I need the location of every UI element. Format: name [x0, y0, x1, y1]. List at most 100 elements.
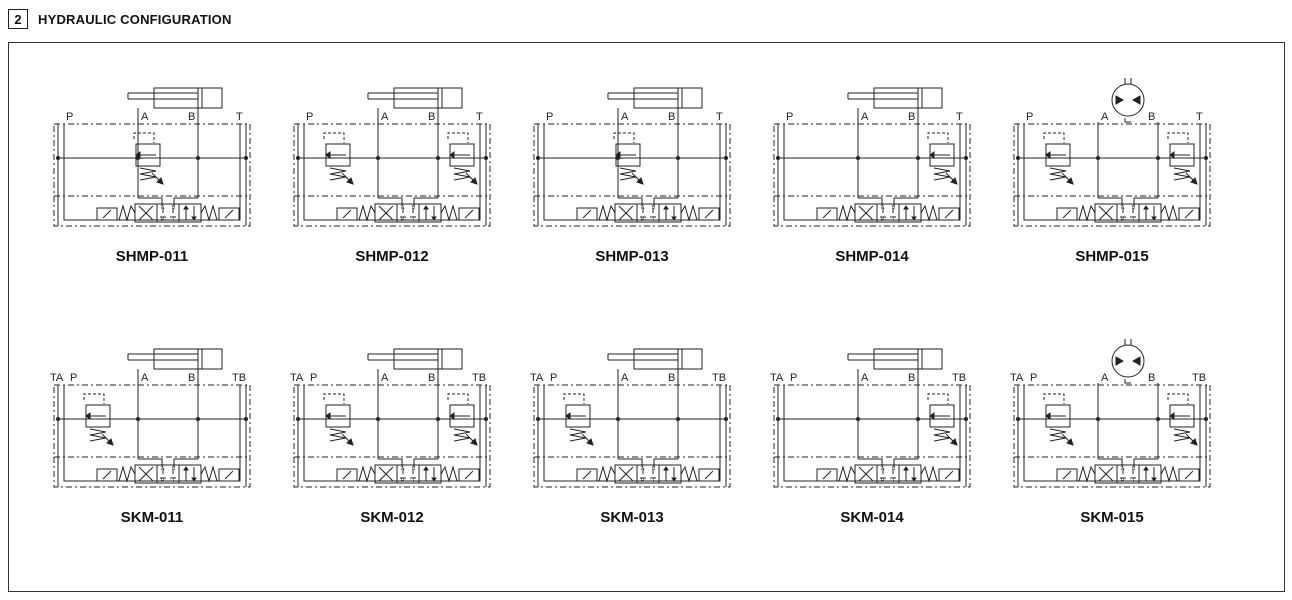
solenoid-mark	[464, 209, 474, 219]
port-label-b: B	[908, 372, 915, 384]
work-line-b	[413, 458, 438, 467]
junction-dot	[1096, 156, 1100, 160]
relief-valve	[1167, 393, 1198, 446]
cylinder-barrel	[153, 87, 223, 109]
work-line-b	[173, 197, 198, 206]
work-line-a	[378, 197, 403, 206]
relief-spring	[453, 428, 471, 442]
configuration-label: SKM-013	[600, 509, 664, 526]
motor-circle	[1111, 83, 1145, 117]
junction-dot	[296, 156, 300, 160]
arrow-head	[423, 205, 429, 210]
valve-port-label: T	[892, 217, 895, 223]
port-label-a: A	[861, 111, 869, 123]
cylinder-actuator	[127, 87, 223, 109]
manifold-boundary	[1013, 384, 1211, 488]
work-line-b	[1133, 197, 1158, 206]
arrow-head	[1045, 412, 1051, 420]
valve-spool-box	[178, 464, 202, 484]
solenoid-mark	[1062, 209, 1072, 219]
arrow-head	[135, 151, 141, 159]
solenoid-mark	[1062, 470, 1072, 480]
return-line	[63, 385, 241, 482]
pilot-line	[927, 132, 949, 143]
relief-spring	[569, 428, 587, 442]
valve-spool-box	[418, 464, 442, 484]
cylinder-actuator	[847, 87, 943, 109]
pilot-line	[1167, 132, 1189, 143]
relief-spring	[933, 167, 951, 181]
junction-dot	[676, 156, 680, 160]
valve-port-label: A	[401, 205, 405, 211]
valve-port-label: P	[641, 217, 645, 223]
valve-flow	[1098, 205, 1114, 221]
relief-valve	[563, 393, 594, 446]
solenoid	[96, 468, 118, 482]
junction-dot	[196, 417, 200, 421]
solenoid-mark	[944, 470, 954, 480]
solenoid-mark	[822, 470, 832, 480]
valve-flow	[1098, 466, 1114, 482]
arrow-head	[1143, 466, 1149, 471]
section-title: HYDRAULIC CONFIGURATION	[38, 11, 232, 27]
work-line-a	[378, 458, 403, 467]
port-label-p: P	[786, 111, 793, 123]
valve-port-label: A	[641, 205, 645, 211]
valve-spring	[200, 465, 218, 483]
valve-port-label: B	[1132, 466, 1136, 472]
motor-circle	[1111, 344, 1145, 378]
junction-dot	[536, 156, 540, 160]
port-label-p: P	[306, 111, 313, 123]
port-label-b: B	[188, 372, 195, 384]
arrow-head	[1169, 151, 1175, 159]
junction-dot	[916, 156, 920, 160]
valve-port-label: A	[1121, 466, 1125, 472]
arrow-head	[183, 205, 189, 210]
solenoid-mark	[1184, 470, 1194, 480]
motor-arrow	[1115, 356, 1125, 366]
relief-spring	[139, 167, 157, 181]
port-label-a: A	[1101, 111, 1109, 123]
port-label-ta: TA	[290, 372, 304, 384]
arrow-head	[325, 412, 331, 420]
pilot-line	[323, 132, 345, 143]
junction-dot	[244, 417, 248, 421]
return-line	[303, 385, 481, 482]
cylinder-barrel	[633, 348, 703, 370]
port-label-tb: TB	[472, 372, 486, 384]
work-line-a	[138, 197, 163, 206]
valve-spool-box	[1138, 203, 1162, 223]
junction-dot	[616, 417, 620, 421]
cylinder-barrel	[873, 348, 943, 370]
relief-spring	[1173, 167, 1191, 181]
junction-dot	[964, 417, 968, 421]
arrow-head	[911, 216, 917, 221]
solenoid-mark	[102, 470, 112, 480]
port-label-t: T	[716, 111, 723, 123]
valve-spool-box	[658, 464, 682, 484]
configuration-label: SHMP-013	[595, 248, 669, 265]
solenoid	[698, 207, 720, 221]
arrow-head	[1066, 177, 1074, 185]
valve-spring	[358, 465, 376, 483]
valve-spring	[680, 204, 698, 222]
work-line-a	[138, 458, 163, 467]
solenoid	[336, 207, 358, 221]
relief-spring	[933, 428, 951, 442]
motor-actuator	[1111, 339, 1145, 384]
solenoid	[96, 207, 118, 221]
arrow-head	[106, 438, 114, 446]
arrow-head	[636, 177, 644, 185]
port-label-a: A	[621, 111, 629, 123]
manifold-boundary	[533, 384, 731, 488]
junction-dot	[56, 417, 60, 421]
pilot-line	[323, 393, 345, 404]
valve-flow	[618, 466, 634, 482]
